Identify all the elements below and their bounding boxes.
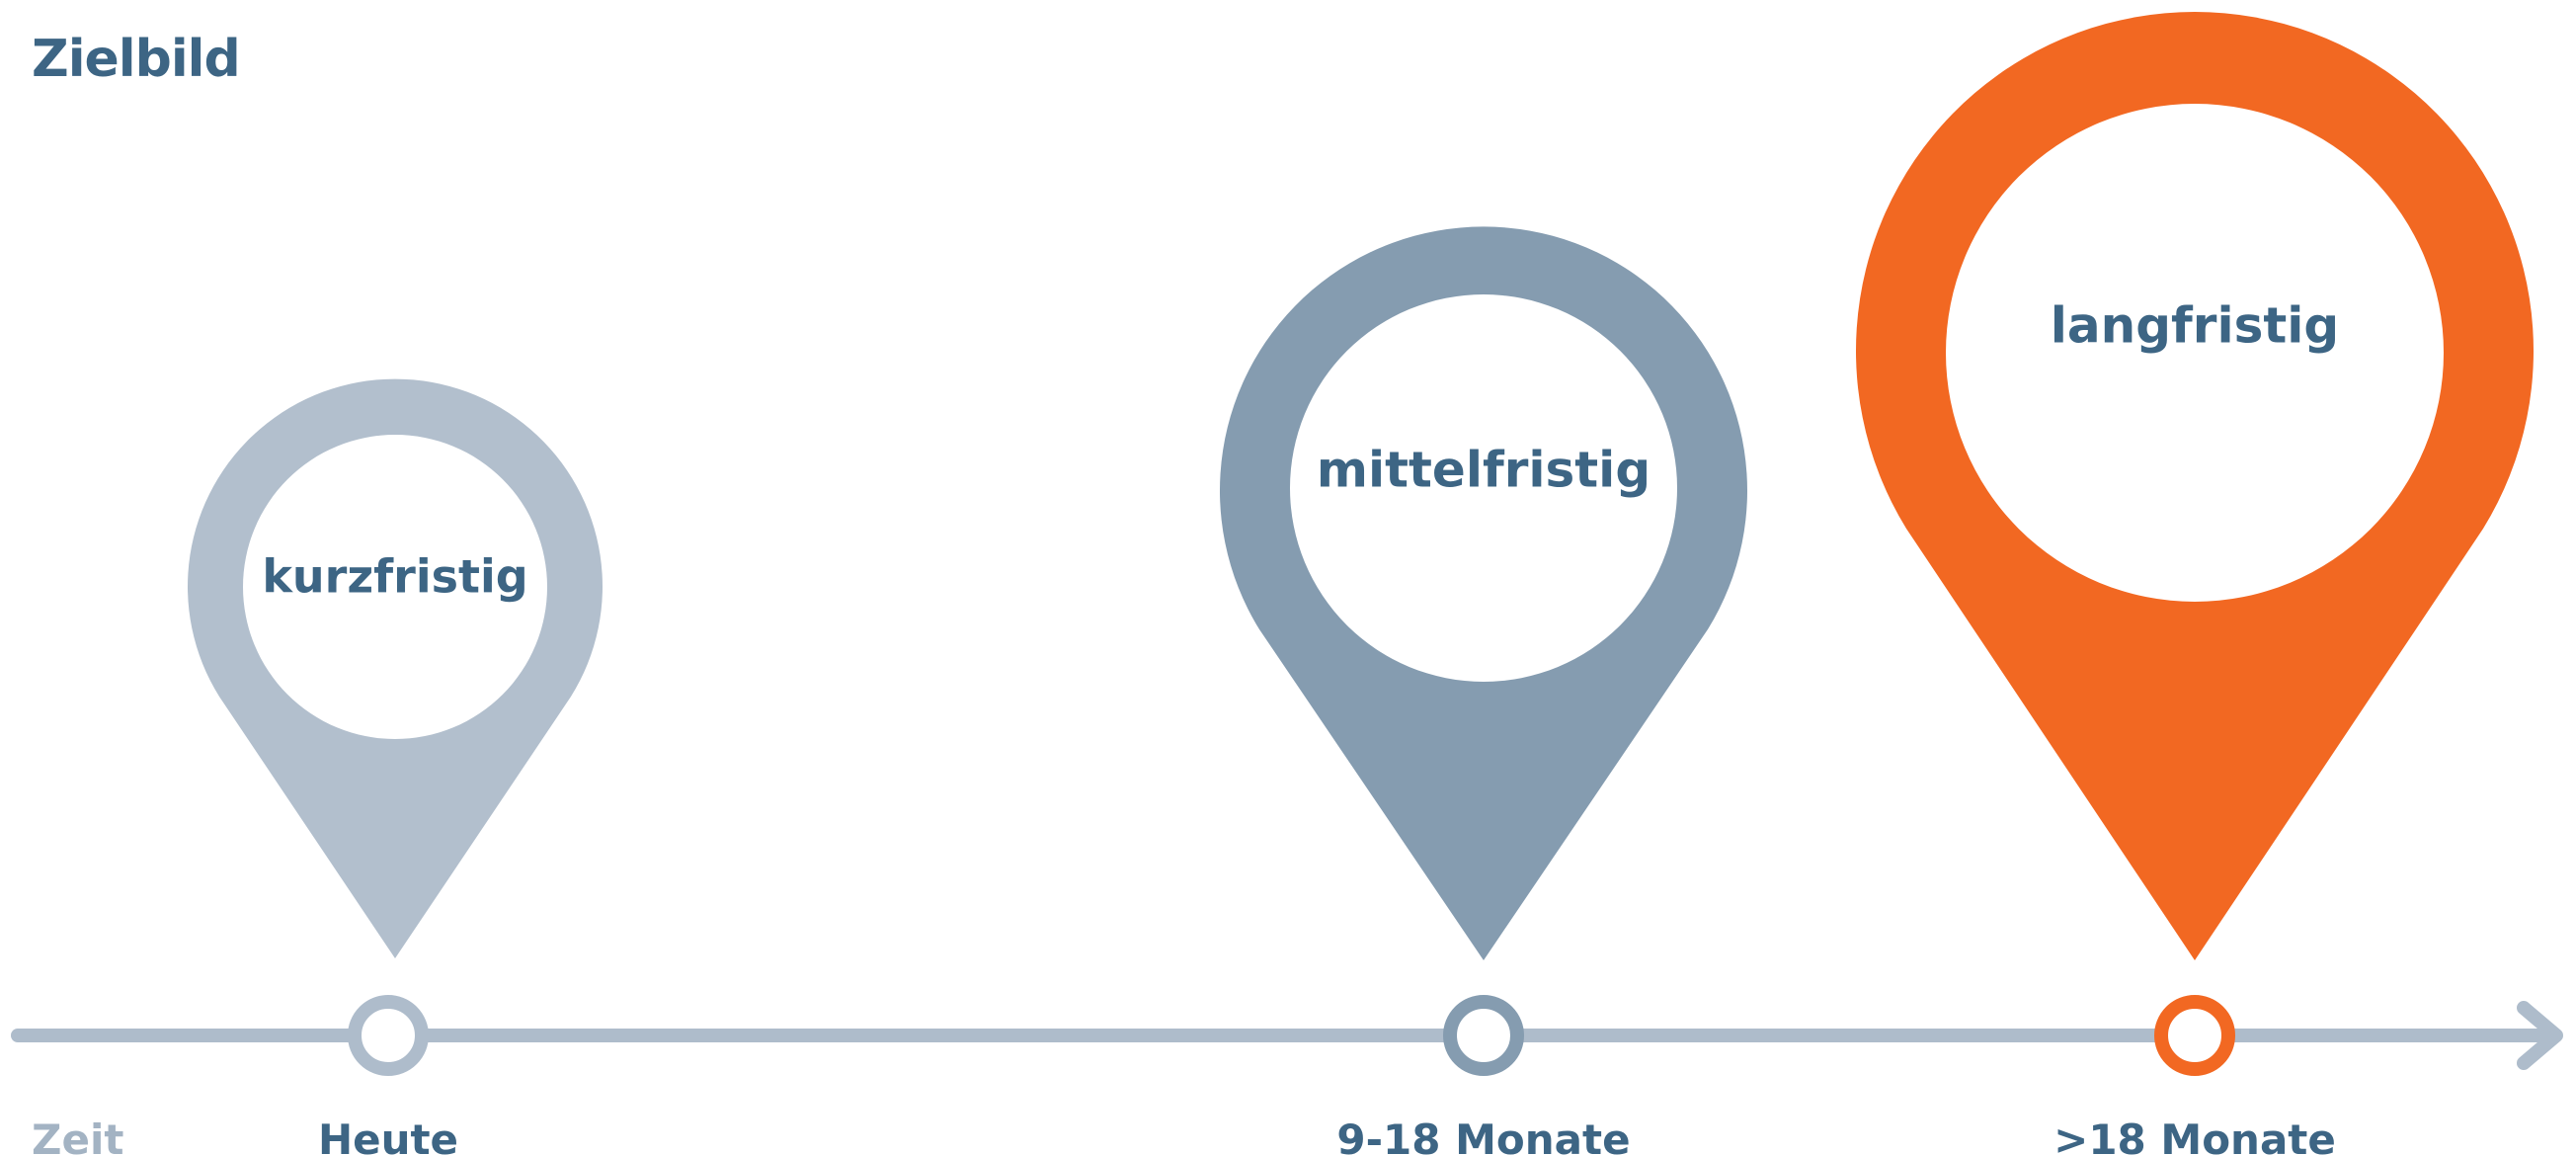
axis-label-heute: Heute	[318, 1115, 458, 1155]
pin-mittelfristig-label: mittelfristig	[1317, 442, 1650, 499]
axis-label-9-18-monate: 9-18 Monate	[1336, 1115, 1630, 1155]
pin-langfristig-label: langfristig	[2051, 297, 2339, 355]
axis-label-18-monate: >18 Monate	[2053, 1115, 2336, 1155]
timeline-marker-9-18-monate	[1443, 995, 1524, 1076]
pin-mittelfristig-shape	[1220, 226, 1747, 961]
pin-kurzfristig-shape	[188, 378, 604, 958]
timeline-marker-18-monate	[2154, 995, 2235, 1076]
pin-kurzfristig: kurzfristig	[188, 378, 604, 958]
pin-mittelfristig: mittelfristig	[1220, 226, 1747, 961]
timeline-arrow-icon	[2517, 1001, 2563, 1070]
pin-kurzfristig-label: kurzfristig	[262, 550, 527, 604]
pin-langfristig-shape	[1856, 12, 2534, 960]
page-title: Zielbild	[32, 30, 241, 89]
timeline-marker-heute	[348, 995, 429, 1076]
pin-langfristig: langfristig	[1856, 12, 2534, 960]
axis-title: Zeit	[32, 1115, 123, 1155]
